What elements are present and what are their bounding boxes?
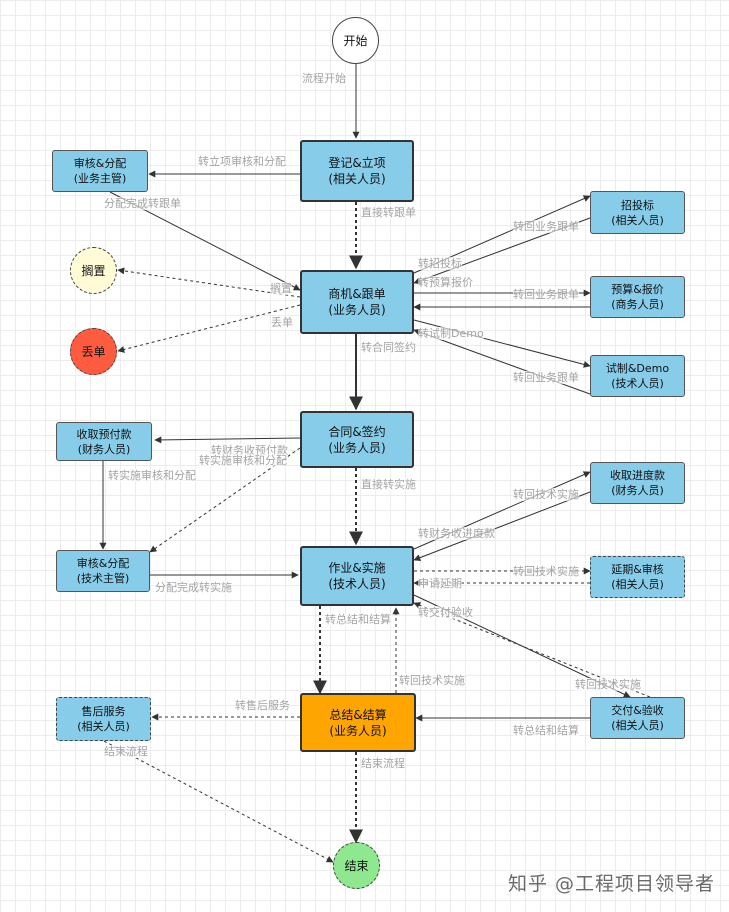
register-title: 登记&立项 xyxy=(328,156,386,170)
label-flow-start: 流程开始 xyxy=(302,72,346,85)
delivery-role: (相关人员) xyxy=(611,719,664,732)
drop-node: 丢单 xyxy=(70,328,117,375)
register-node: 登记&立项 (相关人员) xyxy=(300,140,414,202)
label-to-summary-1: 转总结和结算 xyxy=(325,613,391,626)
label-to-impl-review-2: 转实施审核和分配 xyxy=(108,469,196,482)
watermark: 知乎 @工程项目领导者 xyxy=(507,873,715,895)
opportunity-title: 商机&跟单 xyxy=(328,287,386,301)
drop-label: 丢单 xyxy=(81,345,106,359)
delay-role: (相关人员) xyxy=(611,578,664,591)
contract-node: 合同&签约 (业务人员) xyxy=(300,411,414,468)
label-direct-impl: 直接转实施 xyxy=(361,478,416,491)
end-label: 结束 xyxy=(344,859,369,873)
label-back-tech-3: 转回技术实施 xyxy=(575,678,641,691)
label-to-budget: 转预算报价 xyxy=(418,276,473,289)
opportunity-role: (业务人员) xyxy=(328,303,386,317)
delay-node: 延期&审核 (相关人员) xyxy=(590,556,685,598)
label-end-flow-1: 结束流程 xyxy=(104,745,148,758)
label-back-tech-4: 转回技术实施 xyxy=(399,674,465,687)
contract-role: (业务人员) xyxy=(328,440,386,455)
label-back-follow-1: 转回业务跟单 xyxy=(513,220,579,233)
progress-payment-title: 收取进度款 xyxy=(610,469,665,482)
register-role: (相关人员) xyxy=(328,172,386,186)
trial-title: 试制&Demo xyxy=(605,362,670,375)
prepayment-title: 收取预付款 xyxy=(76,427,132,441)
review-sales-title: 审核&分配 xyxy=(73,157,127,170)
trial-role: (技术人员) xyxy=(611,377,664,390)
review-tech-role: (技术主管) xyxy=(76,572,130,585)
operation-role: (技术人员) xyxy=(328,577,386,591)
edge-opportunity-drop xyxy=(117,304,301,353)
end-node: 结束 xyxy=(333,842,380,889)
start-node: 开始 xyxy=(332,17,379,64)
summary-title: 总结&结算 xyxy=(329,707,387,722)
budget-node: 预算&报价 (商务人员) xyxy=(590,276,685,318)
contract-title: 合同&签约 xyxy=(328,424,386,439)
review-tech-title: 审核&分配 xyxy=(76,557,130,570)
review-sales-node: 审核&分配 (业务主管) xyxy=(52,150,148,192)
opportunity-node: 商机&跟单 (业务人员) xyxy=(300,270,414,334)
progress-payment-role: (财务人员) xyxy=(611,484,664,497)
summary-role: (业务人员) xyxy=(329,723,387,738)
prepayment-node: 收取预付款 (财务人员) xyxy=(56,422,152,461)
progress-payment-node: 收取进度款 (财务人员) xyxy=(590,462,685,504)
label-drop: 丢单 xyxy=(271,316,293,329)
label-to-trial: 转试制Demo xyxy=(418,327,484,340)
budget-role: (商务人员) xyxy=(611,298,664,311)
hold-node: 搁置 xyxy=(70,247,117,294)
after-sales-title: 售后服务 xyxy=(81,705,126,718)
label-direct-follow: 直接转跟单 xyxy=(361,206,416,219)
label-assign-done-impl: 分配完成转实施 xyxy=(155,581,232,594)
label-hold: 搁置 xyxy=(270,282,292,295)
budget-title: 预算&报价 xyxy=(611,283,664,296)
label-back-tech-1: 转回技术实施 xyxy=(513,488,579,501)
prepayment-role: (财务人员) xyxy=(77,442,131,456)
delivery-title: 交付&验收 xyxy=(611,704,664,717)
after-sales-node: 售后服务 (相关人员) xyxy=(56,697,151,741)
label-back-tech-2: 转回技术实施 xyxy=(513,565,579,578)
review-tech-node: 审核&分配 (技术主管) xyxy=(56,550,150,592)
operation-title: 作业&实施 xyxy=(328,561,386,575)
bidding-title: 招投标 xyxy=(621,198,654,212)
label-to-finance-prepay: 转财务收预付款 xyxy=(211,444,288,457)
hold-label: 搁置 xyxy=(81,264,106,278)
label-to-review-register: 转立项审核和分配 xyxy=(198,155,286,168)
edge-aftersales-end xyxy=(103,740,334,863)
label-to-impl-review: 转实施审核和分配 xyxy=(199,454,287,467)
label-to-finance-progress: 转财务收进度款 xyxy=(418,527,495,540)
label-apply-delay: 申请延期 xyxy=(418,577,462,590)
after-sales-role: (相关人员) xyxy=(77,720,130,733)
review-sales-role: (业务主管) xyxy=(73,172,127,185)
label-to-after-sales: 转售后服务 xyxy=(235,699,290,712)
edge-opportunity-hold xyxy=(117,267,301,298)
edge-progress-operation xyxy=(413,491,591,561)
operation-node: 作业&实施 (技术人员) xyxy=(300,546,414,606)
label-end-flow-2: 结束流程 xyxy=(361,757,405,770)
label-to-bidding: 转招投标 xyxy=(418,257,462,270)
label-to-delivery: 转交付验收 xyxy=(418,606,473,619)
delay-title: 延期&审核 xyxy=(611,563,664,576)
label-back-follow-2: 转回业务跟单 xyxy=(513,288,579,301)
bidding-role: (相关人员) xyxy=(611,213,664,227)
label-back-follow-3: 转回业务跟单 xyxy=(513,371,579,384)
label-assign-done-follow: 分配完成转跟单 xyxy=(104,197,181,210)
label-to-contract: 转合同签约 xyxy=(361,341,416,354)
start-label: 开始 xyxy=(343,34,368,48)
edge-contract-prepayment xyxy=(154,436,301,444)
label-to-summary-2: 转总结和结算 xyxy=(513,724,579,737)
summary-node: 总结&结算 (业务人员) xyxy=(300,693,416,752)
bidding-node: 招投标 (相关人员) xyxy=(590,191,685,234)
trial-node: 试制&Demo (技术人员) xyxy=(590,355,685,397)
delivery-node: 交付&验收 (相关人员) xyxy=(590,697,685,739)
